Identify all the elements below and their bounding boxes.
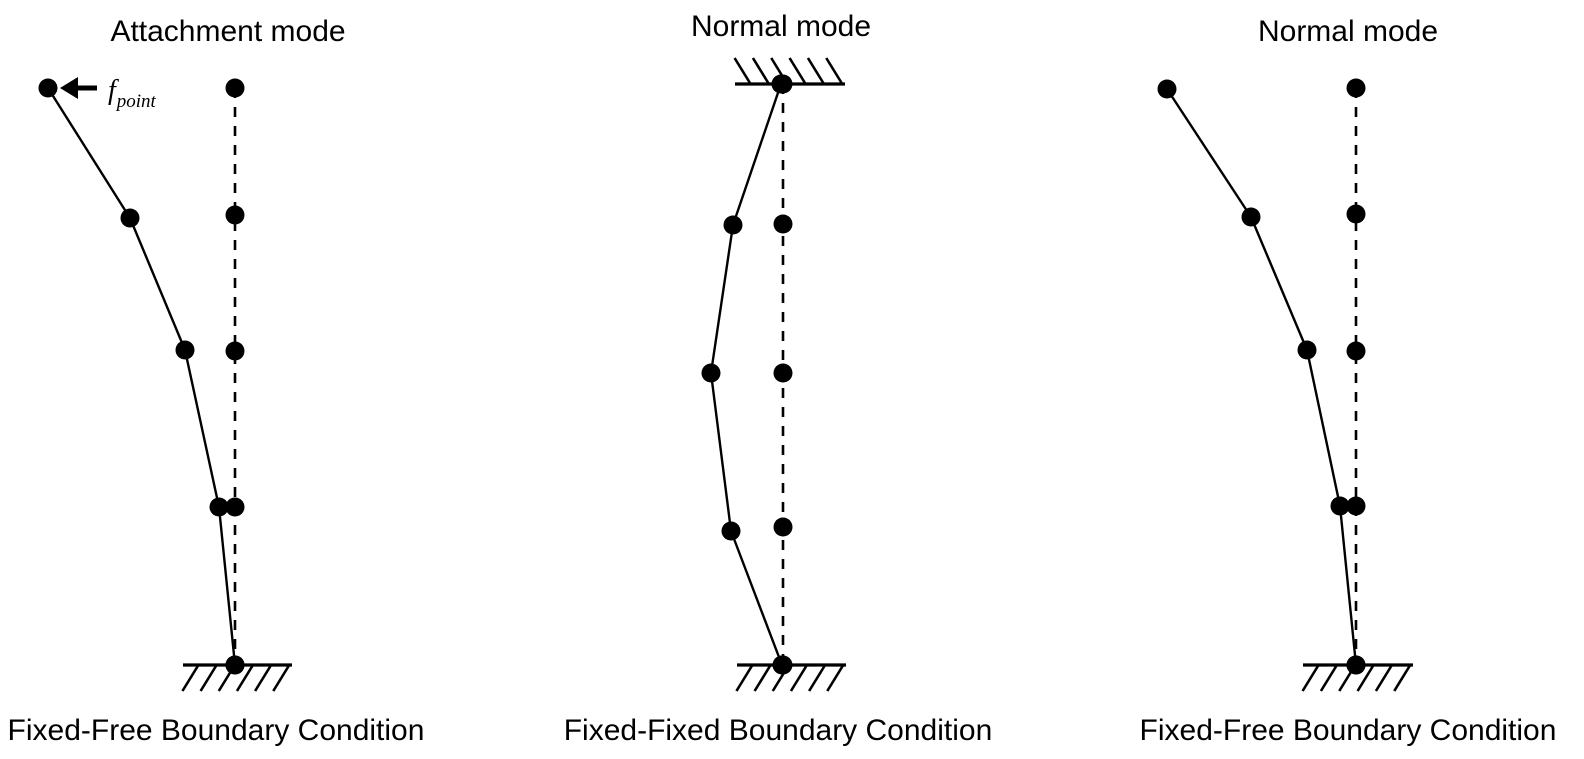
mode-node-dot: [771, 74, 791, 94]
reference-node-dot: [773, 517, 793, 537]
mode-node-dot: [225, 655, 245, 675]
mode-node-dot: [209, 497, 229, 517]
base-support-hatch-stroke: [199, 664, 218, 692]
base-support-hatch-stroke: [272, 664, 291, 692]
reference-node-dot: [225, 205, 245, 225]
mode-node-dot: [175, 340, 195, 360]
base-support-hatch-stroke: [1319, 664, 1339, 692]
panel-title: Normal mode: [1258, 15, 1438, 48]
mode-node-dot: [1157, 79, 1177, 99]
reference-node-dot: [1346, 78, 1366, 98]
panel-caption: Fixed-Free Boundary Condition: [1140, 714, 1557, 747]
base-support-hatch-stroke: [1393, 664, 1412, 692]
panel-caption: Fixed-Fixed Boundary Condition: [564, 714, 993, 747]
panel-title: Attachment mode: [110, 15, 345, 48]
base-support-hatch-stroke: [735, 664, 754, 692]
reference-node-dot: [225, 341, 245, 361]
mode-node-dot: [1346, 655, 1366, 675]
mode-node-dot: [701, 363, 721, 383]
base-support-hatch-stroke: [753, 664, 772, 692]
reference-node-dot: [773, 214, 793, 234]
panel-title: Normal mode: [691, 10, 871, 43]
top-support-hatch-stroke: [751, 57, 771, 85]
reference-node-dot: [225, 497, 245, 517]
mode-node-dot: [38, 78, 58, 98]
mode-shape-curve: [46, 86, 237, 667]
base-support-hatch-stroke: [808, 664, 827, 692]
mode-node-dot: [723, 215, 743, 235]
mode-shape-curve: [1165, 87, 1358, 667]
panel-caption: Fixed-Free Boundary Condition: [8, 714, 425, 747]
base-support-hatch-stroke: [789, 664, 809, 692]
top-support-hatch-stroke: [806, 57, 826, 85]
base-support-hatch-stroke: [1301, 664, 1320, 692]
mode-node-dot: [772, 655, 792, 675]
reference-node-dot: [1346, 496, 1366, 516]
top-support-hatch-stroke: [825, 57, 844, 85]
base-support-hatch-stroke: [826, 664, 845, 692]
mode-node-dot: [721, 521, 741, 541]
reference-node-dot: [225, 78, 245, 98]
base-support-hatch-stroke: [1374, 664, 1394, 692]
reference-node-dot: [1346, 204, 1366, 224]
force-arrow-head: [60, 77, 78, 99]
base-support-hatch-stroke: [254, 664, 273, 692]
mode-shape-curve: [709, 82, 784, 667]
top-support-hatch-stroke: [788, 57, 807, 85]
top-support-hatch-stroke: [733, 57, 752, 85]
base-support-hatch-stroke: [1356, 664, 1375, 692]
base-support-hatch-stroke: [181, 664, 200, 692]
force-label: fpoint: [108, 75, 157, 112]
reference-node-dot: [1346, 341, 1366, 361]
mode-node-dot: [1330, 496, 1350, 516]
mode-node-dot: [120, 208, 140, 228]
reference-node-dot: [773, 363, 793, 383]
mode-node-dot: [1297, 340, 1317, 360]
base-support-hatch-stroke: [235, 664, 255, 692]
mode-node-dot: [1241, 207, 1261, 227]
